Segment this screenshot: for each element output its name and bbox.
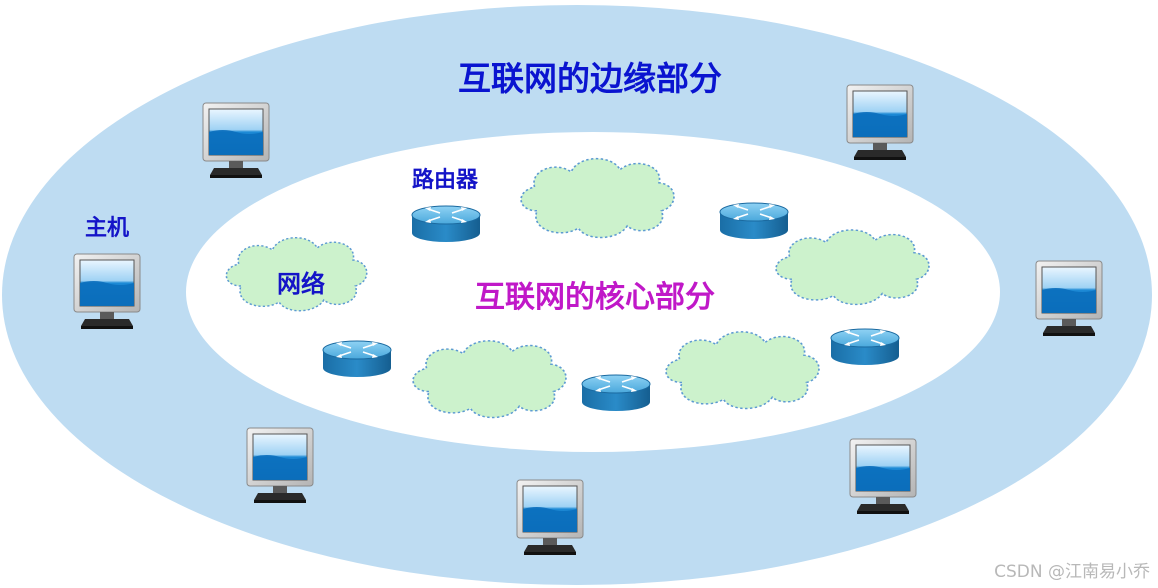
router-icon	[719, 202, 789, 240]
router-icon	[581, 374, 651, 412]
router-label: 路由器	[412, 167, 479, 193]
cloud-icon	[665, 330, 820, 410]
cloud-icon	[412, 339, 567, 419]
watermark: CSDN @江南易小乔	[994, 562, 1150, 582]
host-label: 主机	[85, 216, 129, 241]
core-title: 互联网的核心部分	[475, 280, 715, 315]
network-label: 网络	[277, 270, 325, 298]
router-icon	[322, 340, 392, 378]
router-icon	[411, 205, 481, 243]
cloud-icon	[775, 229, 930, 306]
edge-title: 互联网的边缘部分	[458, 59, 722, 98]
router-icon	[830, 328, 900, 366]
cloud-icon	[520, 157, 675, 239]
